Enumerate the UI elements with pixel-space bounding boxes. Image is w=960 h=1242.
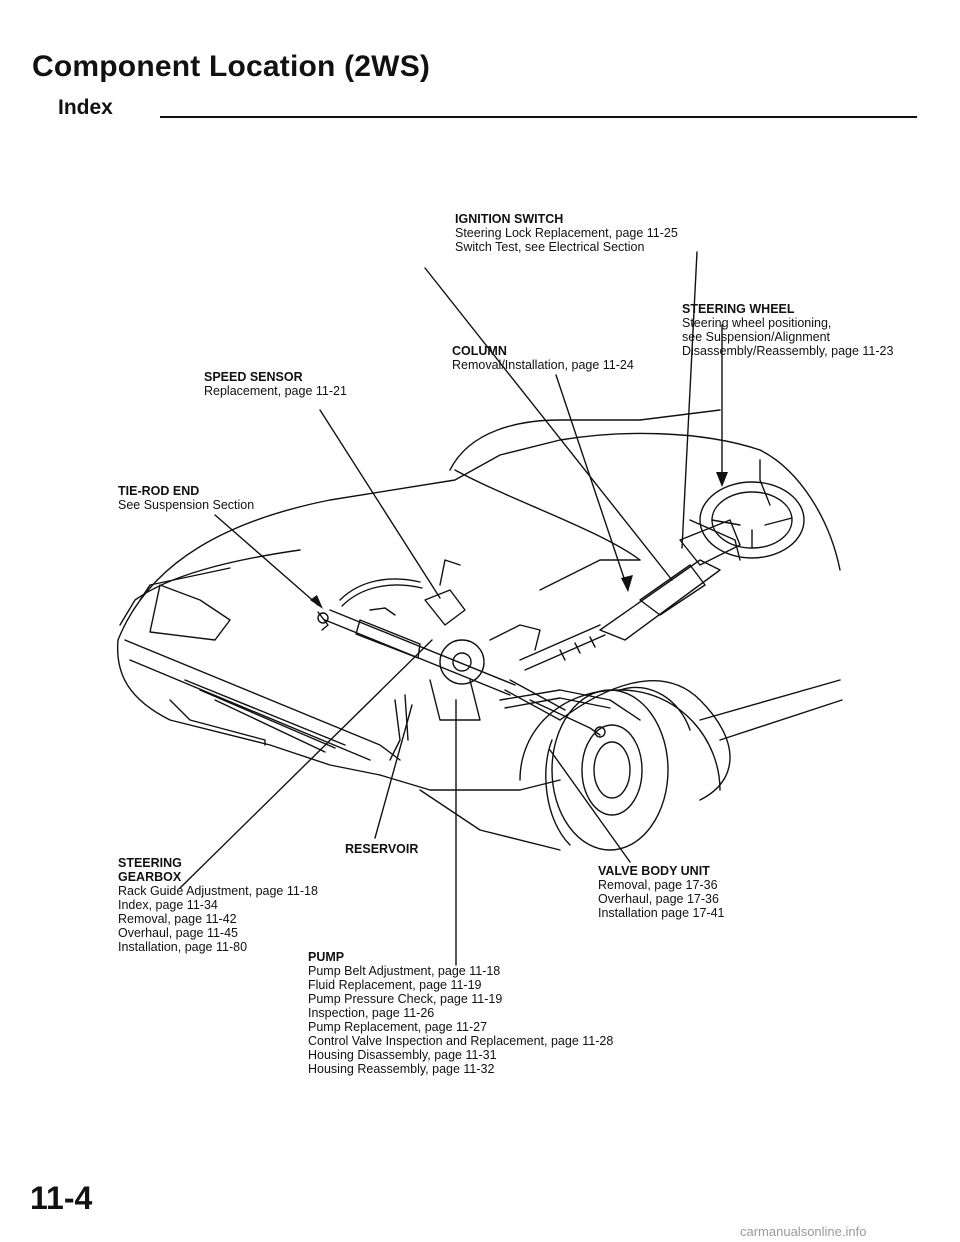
callout-pump-line: Pump Pressure Check, page 11-19 [308, 992, 503, 1006]
callout-steering-gearbox-title: GEARBOX [118, 870, 182, 884]
callout-pump-line: Pump Replacement, page 11-27 [308, 1020, 488, 1034]
callout-tie-rod-end-title: TIE-ROD END [118, 484, 200, 498]
steering-column-drawing [519, 519, 741, 671]
callout-steering-gearbox-title: STEERING [118, 856, 182, 870]
callout-column-line: Removal/Installation, page 11-24 [452, 358, 634, 372]
callout-steering-gearbox-line: Removal, page 11-42 [118, 912, 237, 926]
callout-valve-body-unit-line: Removal, page 17-36 [598, 878, 718, 892]
callout-steering-wheel-line: see Suspension/Alignment [682, 330, 831, 344]
callout-steering-wheel-line: Steering wheel positioning, [682, 316, 832, 330]
callout-tie-rod-end: TIE-ROD END See Suspension Section [118, 484, 254, 512]
steering-wheel-drawing [689, 459, 805, 561]
page-number: 11-4 [30, 1180, 93, 1216]
callout-pump-line: Housing Disassembly, page 11-31 [308, 1048, 497, 1062]
callout-tie-rod-end-line: See Suspension Section [118, 498, 255, 512]
callout-steering-gearbox: STEERING GEARBOX Rack Guide Adjustment, … [118, 856, 318, 954]
callout-speed-sensor-title: SPEED SENSOR [204, 370, 303, 384]
callout-valve-body-unit-line: Installation page 17-41 [598, 906, 725, 920]
callout-steering-gearbox-line: Index, page 11-34 [118, 898, 218, 912]
callout-pump: PUMP Pump Belt Adjustment, page 11-18 Fl… [308, 950, 613, 1076]
watermark-text: carmanualsonline.info [740, 1224, 867, 1239]
callout-ignition-switch-title: IGNITION SWITCH [455, 212, 564, 226]
callout-pump-title: PUMP [308, 950, 345, 964]
callout-pump-line: Pump Belt Adjustment, page 11-18 [308, 964, 501, 978]
callout-steering-gearbox-line: Rack Guide Adjustment, page 11-18 [118, 884, 318, 898]
callout-pump-line: Inspection, page 11-26 [308, 1006, 435, 1020]
callout-steering-wheel-line: Disassembly/Reassembly, page 11-23 [682, 344, 894, 358]
callout-valve-body-unit-line: Overhaul, page 17-36 [598, 892, 719, 906]
callout-steering-gearbox-line: Overhaul, page 11-45 [118, 926, 238, 940]
page-title: Component Location (2WS) [32, 50, 431, 83]
callout-ignition-switch: IGNITION SWITCH Steering Lock Replacemen… [455, 212, 678, 254]
callout-valve-body-unit: VALVE BODY UNIT Removal, page 17-36 Over… [598, 864, 724, 920]
callout-valve-body-unit-title: VALVE BODY UNIT [598, 864, 710, 878]
callout-ignition-switch-line: Steering Lock Replacement, page 11-25 [455, 226, 678, 240]
pump-drawing [424, 559, 485, 721]
callout-column-title: COLUMN [452, 344, 507, 358]
callout-column: COLUMN Removal/Installation, page 11-24 [452, 344, 634, 372]
leader-lines [179, 251, 723, 966]
hose-lines [339, 578, 641, 761]
callout-pump-line: Control Valve Inspection and Replacement… [308, 1034, 614, 1048]
callout-reservoir: RESERVOIR [345, 842, 418, 856]
callout-pump-line: Fluid Replacement, page 11-19 [308, 978, 482, 992]
arrowheads [310, 472, 728, 609]
callout-steering-gearbox-line: Installation, page 11-80 [118, 940, 248, 954]
steering-gearbox-drawing [317, 607, 606, 738]
callout-speed-sensor-line: Replacement, page 11-21 [204, 384, 347, 398]
callout-steering-wheel: STEERING WHEEL Steering wheel positionin… [682, 302, 893, 358]
heading-rule [160, 116, 917, 118]
car-body-outline [116, 409, 843, 851]
callout-pump-line: Housing Reassembly, page 11-32 [308, 1062, 495, 1076]
callout-steering-wheel-title: STEERING WHEEL [682, 302, 795, 316]
front-wheel [545, 689, 669, 851]
section-heading: Index [58, 96, 113, 119]
callout-speed-sensor: SPEED SENSOR Replacement, page 11-21 [204, 370, 347, 398]
callout-ignition-switch-line: Switch Test, see Electrical Section [455, 240, 645, 254]
callout-reservoir-title: RESERVOIR [345, 842, 419, 856]
